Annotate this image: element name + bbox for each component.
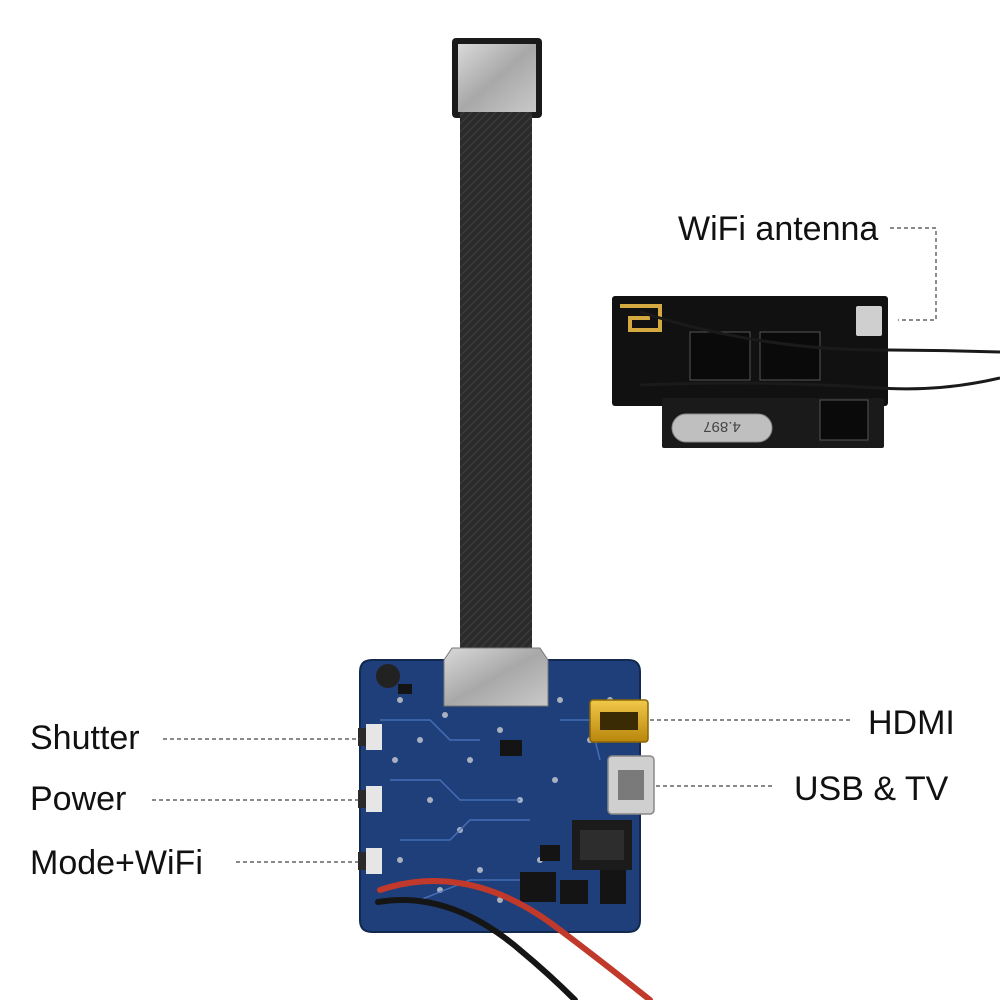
- usb-tv-label: USB & TV: [794, 770, 949, 808]
- power-wires: [375, 878, 653, 1000]
- hdmi-label: HDMI: [868, 704, 955, 742]
- wifi-antenna-label: WiFi antenna: [678, 210, 879, 248]
- crystal-marking: 4.897: [703, 418, 741, 435]
- flex-ribbon-cable: [460, 112, 532, 660]
- power-label: Power: [30, 780, 127, 818]
- wifi-module: [612, 296, 1000, 448]
- leader-lines: [152, 227, 937, 863]
- shutter-label: Shutter: [30, 719, 140, 757]
- main-pcb: [358, 647, 655, 933]
- wifi-antenna-leader: [890, 227, 937, 321]
- camera-sensor: [452, 38, 542, 118]
- mode-wifi-label: Mode+WiFi: [30, 844, 203, 882]
